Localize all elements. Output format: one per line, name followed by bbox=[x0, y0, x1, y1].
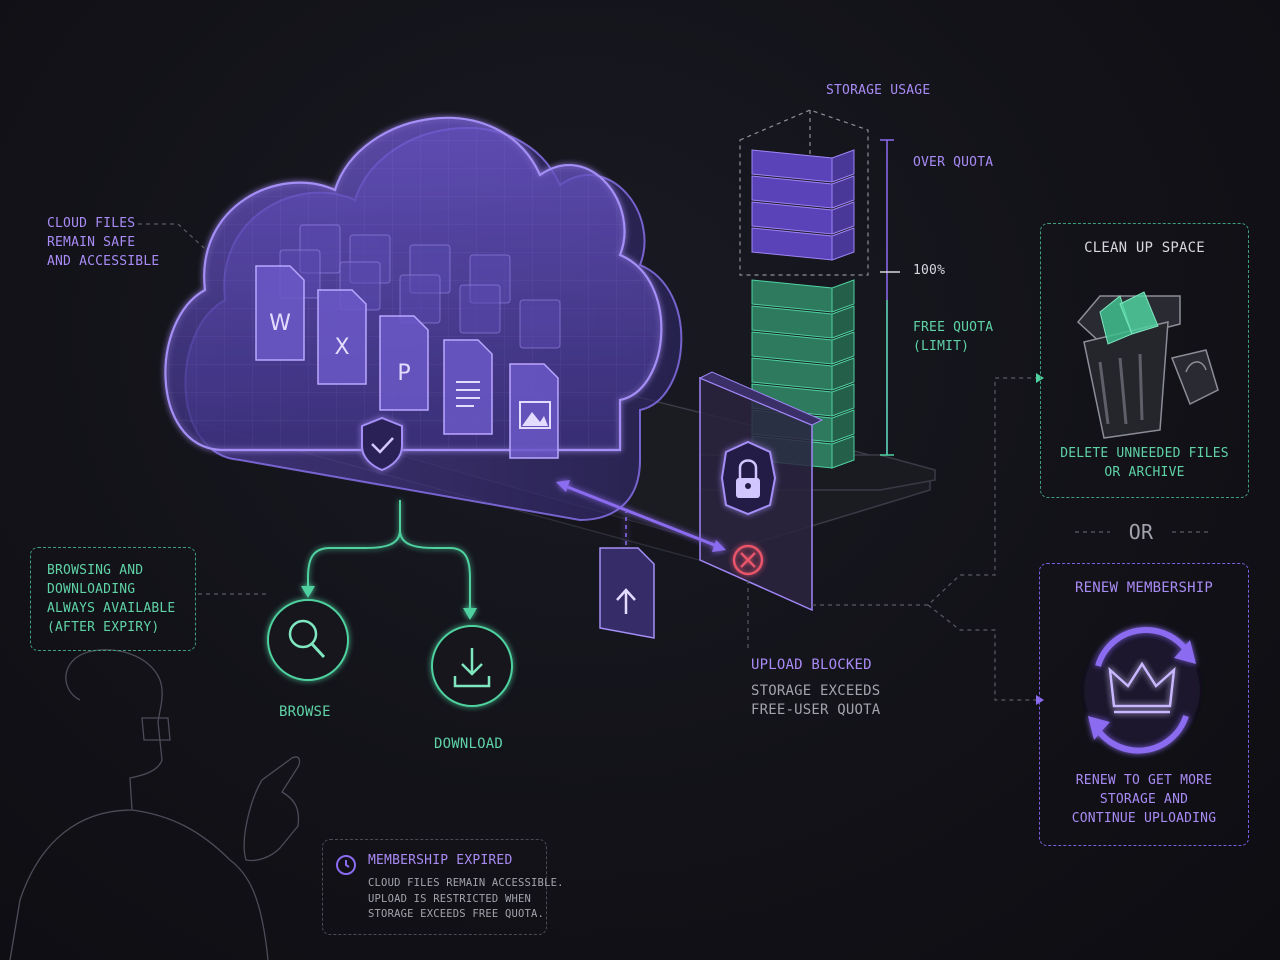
browse-icon[interactable] bbox=[267, 599, 349, 681]
shield-icon bbox=[361, 416, 403, 472]
browsing-info-box bbox=[30, 547, 196, 651]
upload-blocked-desc: STORAGE EXCEEDS FREE-USER QUOTA bbox=[751, 683, 881, 718]
free-quota-block bbox=[751, 305, 855, 339]
cleanup-title: CLEAN UP SPACE bbox=[1084, 240, 1205, 256]
over-quota-block bbox=[751, 227, 855, 261]
free-quota-block bbox=[751, 357, 855, 391]
document-file-icon bbox=[443, 339, 493, 435]
clock-icon bbox=[336, 855, 356, 875]
renew-desc: RENEW TO GET MORE STORAGE AND CONTINUE U… bbox=[1071, 773, 1217, 826]
lock-icon bbox=[720, 440, 777, 516]
file-icons-row: W X P bbox=[255, 265, 559, 459]
powerpoint-letter: P bbox=[397, 361, 410, 386]
download-icon[interactable] bbox=[431, 625, 513, 707]
renew-title: RENEW MEMBERSHIP bbox=[1074, 580, 1214, 596]
membership-title: MEMBERSHIP EXPIRED bbox=[368, 853, 513, 868]
browsing-label: BROWSING AND DOWNLOADING ALWAYS AVAILABL… bbox=[47, 563, 176, 635]
powerpoint-file-icon: P bbox=[379, 315, 429, 411]
or-separator: OR bbox=[1128, 520, 1154, 544]
renew-arrowhead bbox=[1036, 695, 1044, 705]
over-quota-block bbox=[751, 149, 855, 183]
over-quota-block bbox=[751, 175, 855, 209]
browse-label: BROWSE bbox=[279, 704, 331, 720]
over-quota-blocks bbox=[751, 149, 855, 261]
renew-card[interactable] bbox=[1039, 563, 1249, 846]
word-file-icon: W bbox=[255, 265, 305, 361]
download-label: DOWNLOAD bbox=[434, 736, 504, 752]
excel-file-icon: X bbox=[317, 289, 367, 385]
hundred-percent-label: 100% bbox=[913, 263, 946, 278]
cloud-files-label: CLOUD FILES REMAIN SAFE AND ACCESSIBLE bbox=[47, 216, 160, 269]
renew-crown-icon bbox=[1084, 627, 1200, 754]
over-quota-block bbox=[751, 201, 855, 235]
free-quota-block bbox=[751, 279, 855, 313]
upload-file-icon bbox=[599, 547, 655, 639]
membership-expired-card bbox=[322, 839, 547, 935]
trash-bin-icon bbox=[1076, 291, 1219, 439]
cleanup-desc: DELETE UNNEEDED FILES OR ARCHIVE bbox=[1060, 446, 1229, 480]
access-paths bbox=[301, 500, 477, 620]
over-quota-label: OVER QUOTA bbox=[913, 155, 994, 170]
word-letter: W bbox=[269, 311, 291, 336]
free-quota-label: FREE QUOTA (LIMIT) bbox=[913, 320, 994, 354]
free-quota-block bbox=[751, 331, 855, 365]
upload-blocked-title: UPLOAD BLOCKED bbox=[751, 657, 872, 673]
blocked-x-icon bbox=[732, 544, 764, 576]
person-illustration bbox=[9, 649, 301, 960]
membership-desc: CLOUD FILES REMAIN ACCESSIBLE. UPLOAD IS… bbox=[368, 877, 564, 920]
connector-lines bbox=[138, 223, 1210, 701]
image-file-icon bbox=[509, 363, 559, 459]
cleanup-card[interactable] bbox=[1040, 223, 1249, 498]
storage-usage-title: STORAGE USAGE bbox=[826, 83, 931, 98]
excel-letter: X bbox=[334, 335, 349, 360]
upload-arrow bbox=[556, 480, 726, 552]
